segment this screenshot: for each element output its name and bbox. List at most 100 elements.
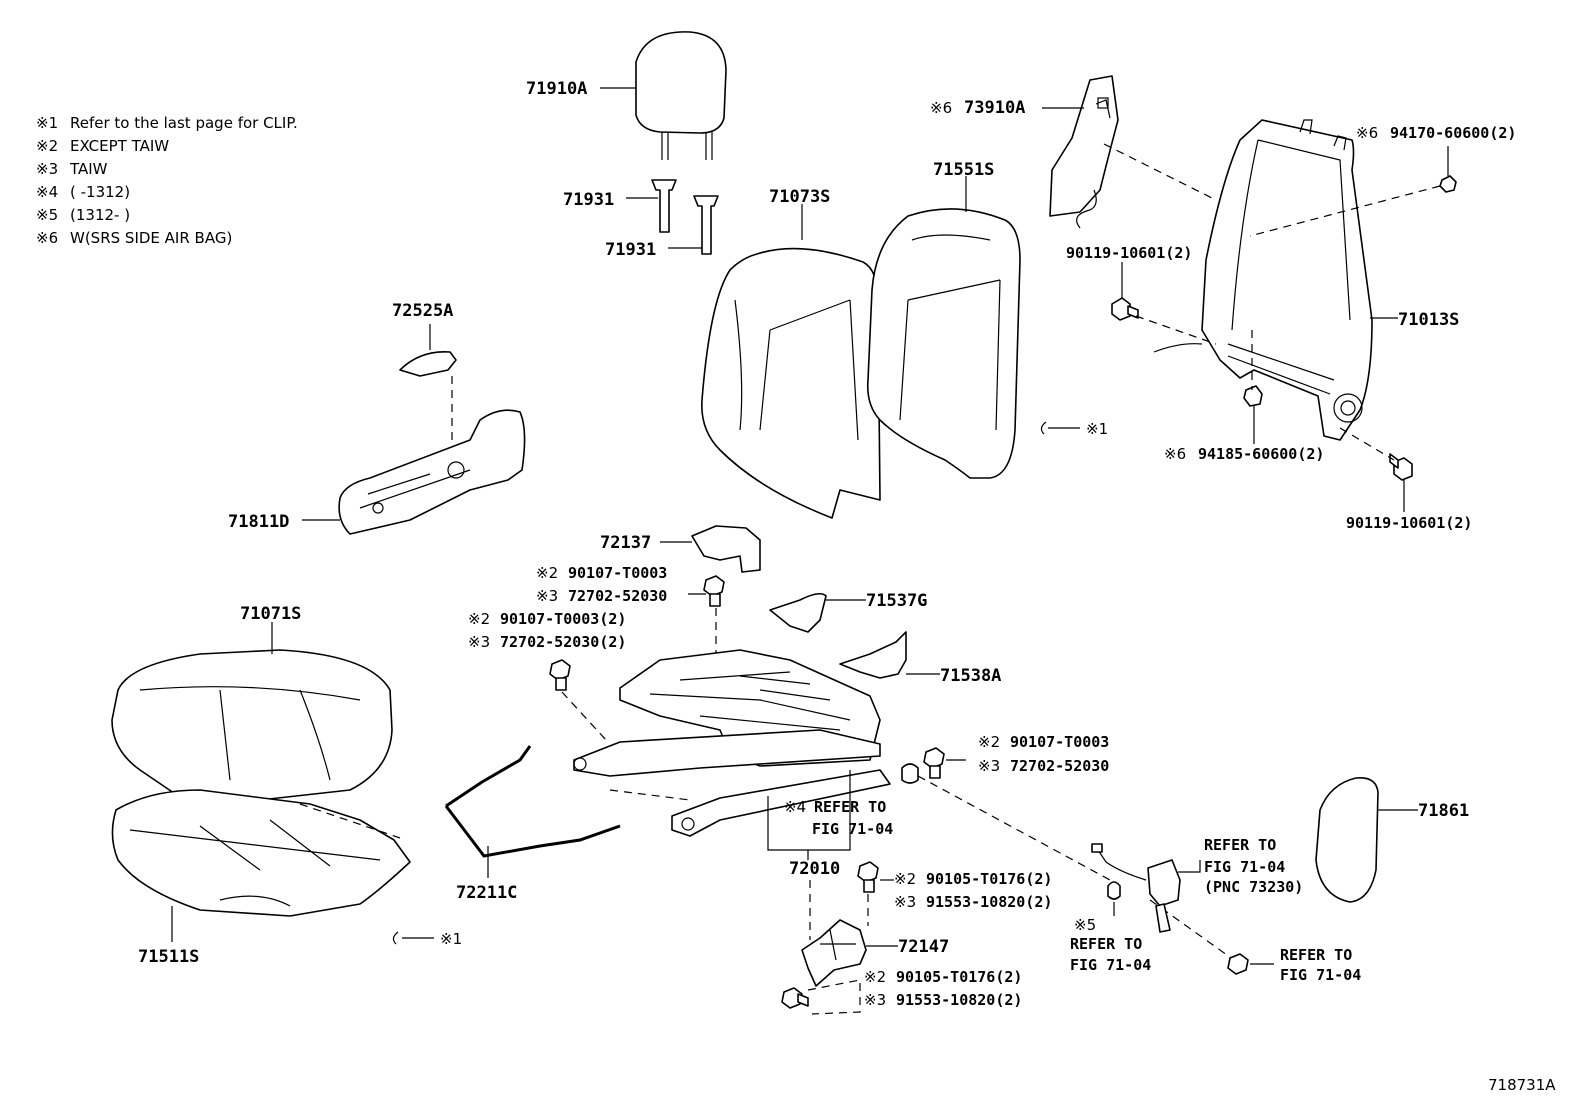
note-6-text: W(SRS SIDE AIR BAG) bbox=[70, 229, 232, 247]
label-n2-mark: ※3 bbox=[536, 587, 558, 605]
side-airbag-73910A: ※6 73910A bbox=[930, 75, 1119, 229]
bracket-72147: 72147 bbox=[801, 919, 949, 987]
shield-71811D: 71811D bbox=[228, 409, 526, 535]
label-n1-mark: ※2 bbox=[536, 564, 558, 582]
label-71551S: 71551S bbox=[933, 160, 994, 180]
label-94170: 94170-60600(2) bbox=[1390, 124, 1516, 142]
label-71931-lower: 71931 bbox=[605, 240, 656, 260]
seatback-pad-71551S: 71551S bbox=[866, 160, 1021, 479]
refer-note-4: ※4 REFER TO FIG 71-04 bbox=[784, 798, 893, 838]
assembly-line-airbag bbox=[1103, 143, 1217, 201]
label-94170-mark: ※6 bbox=[1356, 124, 1378, 142]
label-94185: 94185-60600(2) bbox=[1198, 445, 1324, 463]
label-72525A: 72525A bbox=[392, 301, 453, 321]
label-n8-mark: ※3 bbox=[894, 893, 916, 911]
label-71013S: 71013S bbox=[1398, 310, 1459, 330]
label-71910A: 71910A bbox=[526, 79, 587, 99]
label-n7-mark: ※2 bbox=[894, 870, 916, 888]
label-n4-mark: ※3 bbox=[468, 633, 490, 651]
note-3-mark: ※3 bbox=[36, 160, 58, 178]
label-72147: 72147 bbox=[898, 937, 949, 957]
frame-fasteners: ※6 94170-60600(2) 90119-10601(2) ※6 9418… bbox=[1066, 124, 1516, 532]
ref-belt-line1: REFER TO bbox=[1204, 836, 1276, 854]
note-5-mark: ※5 bbox=[36, 206, 58, 224]
assembly-line-94170 bbox=[1249, 185, 1441, 237]
collar-adjuster bbox=[901, 763, 919, 784]
ref-nut-line2: FIG 71-04 bbox=[1280, 966, 1361, 984]
assembly-line-90119-lower bbox=[1339, 427, 1395, 461]
clip-ref-cushion-mark: ※1 bbox=[440, 930, 462, 948]
seatback-frame-71013S: 71013S bbox=[1153, 119, 1459, 441]
note-5-text: (1312- ) bbox=[70, 206, 130, 224]
label-71861: 71861 bbox=[1418, 801, 1469, 821]
label-71071S: 71071S bbox=[240, 604, 301, 624]
label-73910A: 73910A bbox=[964, 98, 1025, 118]
clip-ref-seatback-mark: ※1 bbox=[1086, 420, 1108, 438]
note-1-text: Refer to the last page for CLIP. bbox=[70, 114, 298, 132]
ref4-mark: ※4 bbox=[784, 798, 806, 816]
label-90107-T0003-2: 90107-T0003(2) bbox=[500, 610, 626, 628]
assembly-line-collar bbox=[917, 775, 1111, 881]
bolt-right: ※2 90107-T0003 ※3 72702-52030 bbox=[923, 733, 1109, 779]
label-90119-lower: 90119-10601(2) bbox=[1346, 514, 1472, 532]
assembly-line-cushion bbox=[299, 803, 401, 839]
bolt-90105-lower: ※2 90105-T0176(2) ※3 91553-10820(2) bbox=[781, 968, 1022, 1015]
note-2-text: EXCEPT TAIW bbox=[70, 137, 169, 155]
ref-belt-line2: FIG 71-04 bbox=[1204, 858, 1285, 876]
label-n3-mark: ※2 bbox=[468, 610, 490, 628]
label-71073S: 71073S bbox=[769, 187, 830, 207]
bolt-upper-center: ※2 90107-T0003 ※3 72702-52030 bbox=[536, 564, 725, 607]
assembly-line-adjuster bbox=[609, 789, 691, 801]
label-94185-mark: ※6 bbox=[1164, 445, 1186, 463]
assembly-line-90119-upper bbox=[1135, 315, 1217, 345]
figure-id: 718731A bbox=[1488, 1076, 1556, 1094]
ref5-mark: ※5 bbox=[1074, 916, 1096, 934]
seat-cushion-pad-71511S: 71511S bbox=[111, 789, 411, 967]
note-2-mark: ※2 bbox=[36, 137, 58, 155]
label-91553-10820-b: 91553-10820(2) bbox=[896, 991, 1022, 1009]
label-71811D: 71811D bbox=[228, 512, 289, 532]
label-72211C: 72211C bbox=[456, 883, 517, 903]
label-90107-T0003-a: 90107-T0003 bbox=[568, 564, 667, 582]
seat-cushion-cover-71071S: 71071S bbox=[111, 604, 393, 805]
label-72702-52030-a: 72702-52030 bbox=[568, 587, 667, 605]
label-71538A: 71538A bbox=[940, 666, 1001, 686]
bolt-left: ※2 90107-T0003(2) ※3 72702-52030(2) bbox=[468, 610, 626, 691]
washer-ref-5: ※5 REFER TO FIG 71-04 bbox=[1070, 881, 1151, 974]
ref-nut-line1: REFER TO bbox=[1280, 946, 1352, 964]
nut-refer: REFER TO FIG 71-04 bbox=[1227, 946, 1361, 984]
ref5-line1: REFER TO bbox=[1070, 935, 1142, 953]
headrest-guides-71931: 71931 71931 bbox=[563, 179, 719, 260]
note-4-text: ( -1312) bbox=[70, 183, 130, 201]
bolt-90105-upper: ※2 90105-T0176(2) ※3 91553-10820(2) bbox=[857, 861, 1052, 911]
ref4-line1: REFER TO bbox=[814, 798, 886, 816]
seatback-cover-71073S: 71073S bbox=[701, 187, 881, 519]
label-91553-10820-a: 91553-10820(2) bbox=[926, 893, 1052, 911]
ref5-line2: FIG 71-04 bbox=[1070, 956, 1151, 974]
note-3-text: TAIW bbox=[69, 160, 108, 178]
label-72010: 72010 bbox=[789, 859, 840, 879]
label-72702-52030-b: 72702-52030 bbox=[1010, 757, 1109, 775]
seat-belt-buckle: REFER TO FIG 71-04 (PNC 73230) bbox=[1091, 836, 1303, 933]
assembly-line-bolt-left bbox=[561, 691, 607, 741]
notes-legend: ※1 Refer to the last page for CLIP. ※2 E… bbox=[36, 114, 298, 247]
ref4-line2: FIG 71-04 bbox=[812, 820, 893, 838]
shield-71861: 71861 bbox=[1315, 776, 1469, 903]
label-n10-mark: ※3 bbox=[864, 991, 886, 1009]
label-72702-52030-2: 72702-52030(2) bbox=[500, 633, 626, 651]
note-4-mark: ※4 bbox=[36, 183, 58, 201]
note-6-mark: ※6 bbox=[36, 229, 58, 247]
label-71537G: 71537G bbox=[866, 591, 927, 611]
label-71931-upper: 71931 bbox=[563, 190, 614, 210]
cover-72525A: 72525A bbox=[392, 301, 457, 377]
cover-72137: 72137 bbox=[600, 525, 761, 573]
ref-belt-line3: (PNC 73230) bbox=[1204, 878, 1303, 896]
label-n6-mark: ※3 bbox=[978, 757, 1000, 775]
clip-ref-seatback: ※1 bbox=[1040, 420, 1108, 438]
label-90107-T0003-b: 90107-T0003 bbox=[1010, 733, 1109, 751]
label-n9-mark: ※2 bbox=[864, 968, 886, 986]
label-71511S: 71511S bbox=[138, 947, 199, 967]
seat-adjuster-72010: 72010 bbox=[573, 649, 891, 879]
label-90105-T0176-a: 90105-T0176(2) bbox=[926, 870, 1052, 888]
